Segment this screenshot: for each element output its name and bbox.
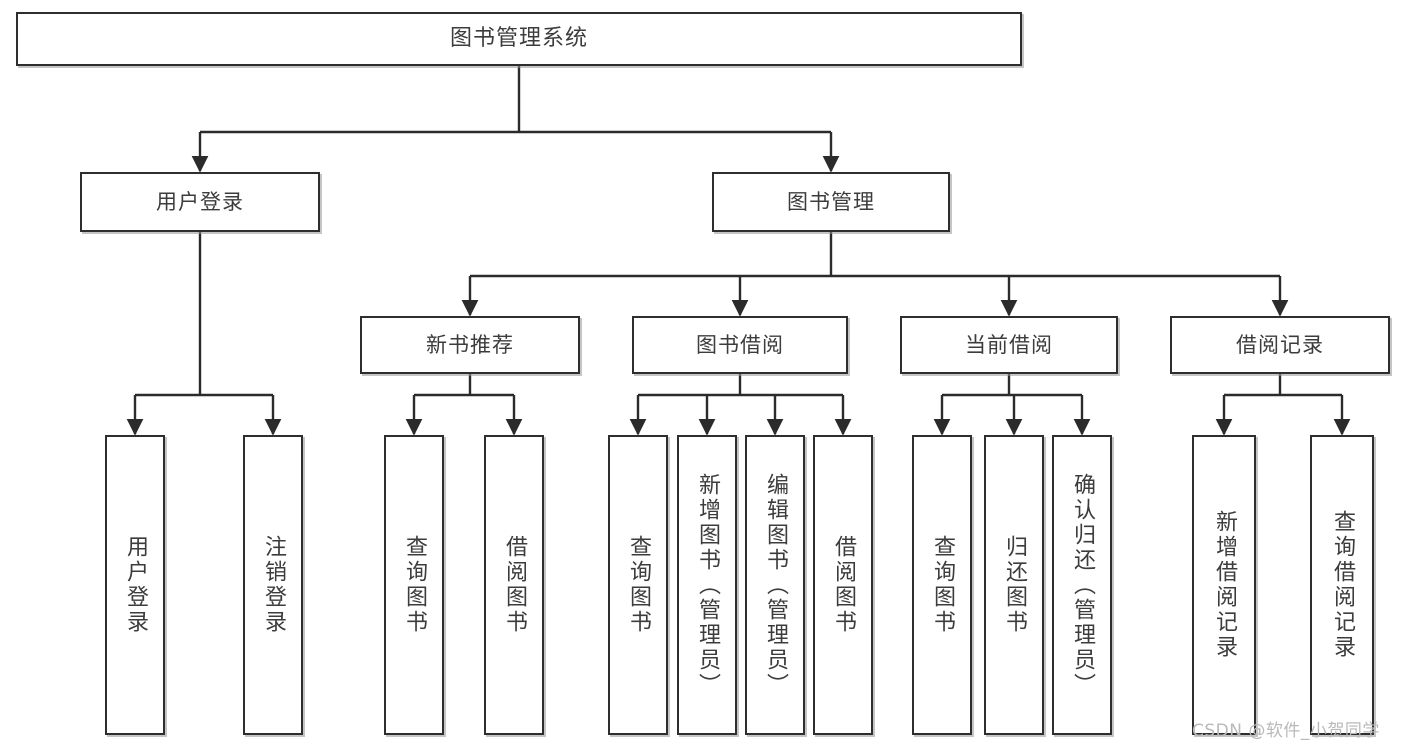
node-borrow-record[interactable]: 借阅记录: [1170, 316, 1390, 374]
node-user-login[interactable]: 用户登录: [80, 172, 320, 232]
node-leaf-borrow-book-1-label: 借阅图书: [502, 535, 527, 635]
node-current-borrow-label: 当前借阅: [965, 332, 1053, 357]
node-leaf-user-login[interactable]: 用户登录: [105, 435, 165, 735]
node-leaf-query-record[interactable]: 查询借阅记录: [1310, 435, 1374, 735]
node-user-login-label: 用户登录: [156, 189, 244, 214]
node-leaf-edit-book[interactable]: 编辑图书（管理员）: [745, 435, 805, 735]
node-current-borrow[interactable]: 当前借阅: [900, 316, 1118, 374]
node-leaf-query-book-3[interactable]: 查询图书: [912, 435, 972, 735]
node-leaf-borrow-book-2-label: 借阅图书: [831, 535, 856, 635]
node-book-borrow[interactable]: 图书借阅: [632, 316, 848, 374]
node-book-manage[interactable]: 图书管理: [712, 172, 950, 232]
node-leaf-query-record-label: 查询借阅记录: [1330, 510, 1355, 660]
node-book-borrow-label: 图书借阅: [696, 332, 784, 357]
node-book-manage-label: 图书管理: [787, 189, 875, 214]
node-leaf-logout[interactable]: 注销登录: [243, 435, 303, 735]
node-leaf-confirm-return-label: 确认归还（管理员）: [1070, 472, 1095, 698]
node-leaf-borrow-book-1[interactable]: 借阅图书: [484, 435, 544, 735]
node-leaf-add-record-label: 新增借阅记录: [1212, 510, 1237, 660]
node-leaf-query-book-2-label: 查询图书: [626, 535, 651, 635]
node-leaf-edit-book-label: 编辑图书（管理员）: [763, 472, 788, 698]
node-borrow-record-label: 借阅记录: [1236, 332, 1324, 357]
node-leaf-return-book-label: 归还图书: [1002, 535, 1027, 635]
node-leaf-add-record[interactable]: 新增借阅记录: [1192, 435, 1256, 735]
node-leaf-add-book-label: 新增图书（管理员）: [695, 472, 720, 698]
node-leaf-query-book-1-label: 查询图书: [402, 535, 427, 635]
node-leaf-add-book[interactable]: 新增图书（管理员）: [677, 435, 737, 735]
node-leaf-borrow-book-2[interactable]: 借阅图书: [813, 435, 873, 735]
node-leaf-query-book-1[interactable]: 查询图书: [384, 435, 444, 735]
node-new-book-rec[interactable]: 新书推荐: [360, 316, 580, 374]
node-leaf-confirm-return[interactable]: 确认归还（管理员）: [1052, 435, 1112, 735]
node-leaf-query-book-3-label: 查询图书: [930, 535, 955, 635]
node-root-system-label: 图书管理系统: [449, 26, 588, 52]
node-leaf-logout-label: 注销登录: [261, 535, 286, 635]
node-leaf-query-book-2[interactable]: 查询图书: [608, 435, 668, 735]
node-new-book-rec-label: 新书推荐: [426, 332, 514, 357]
csdn-watermark: CSDN @软件_小贺同学: [1192, 721, 1380, 741]
node-leaf-return-book[interactable]: 归还图书: [984, 435, 1044, 735]
node-leaf-user-login-label: 用户登录: [123, 535, 148, 635]
node-root-system[interactable]: 图书管理系统: [16, 12, 1022, 66]
